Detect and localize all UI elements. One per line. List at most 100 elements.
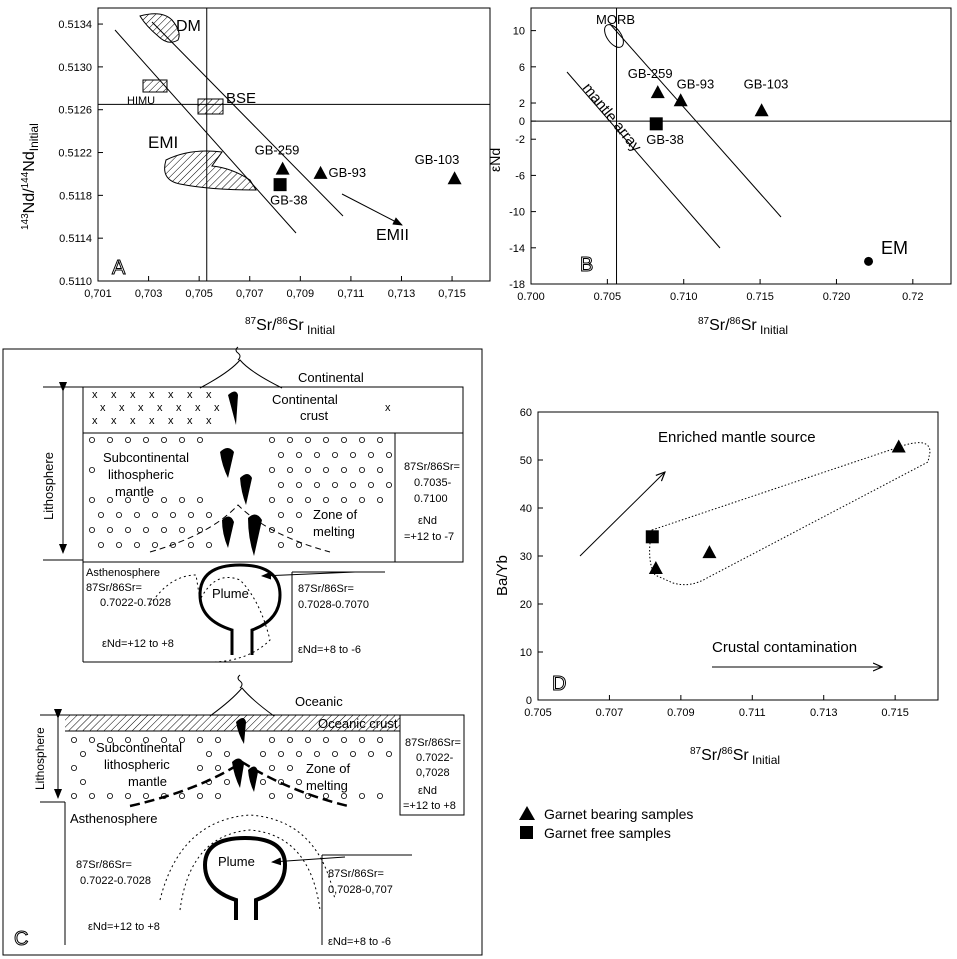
panel-b-point-em [864, 256, 874, 266]
panel-b-y-tick-label: -6 [515, 170, 525, 182]
ocean-astheno-sr-value: 0.7022-0.7028 [80, 875, 151, 887]
mantle-circle [89, 527, 96, 534]
panel-a-x-tick-label: 0,701 [84, 288, 112, 300]
cont-plume-nd: εNd=+8 to -6 [298, 644, 361, 656]
mantle-circle [214, 765, 221, 772]
crust-cross: x [176, 402, 182, 414]
mantle-circle [196, 765, 203, 772]
panel-b-point-label: GB-259 [628, 66, 673, 81]
mantle-circle [178, 436, 185, 443]
panel-b-morb-label: MORB [596, 12, 635, 27]
cont-magma-drop-2 [220, 448, 234, 478]
panel-d-x-axis-label: 87Sr/86Sr Initial [690, 746, 780, 767]
mantle-circle [340, 466, 347, 473]
ocean-plume-sr-value: 0,7028-0,707 [328, 884, 393, 896]
panel-d-point-triangle [891, 439, 906, 453]
ocean-plume-head [202, 835, 288, 920]
panel-d-y-tick-label: 60 [520, 407, 532, 419]
mantle-circle [89, 496, 96, 503]
mantle-circle [205, 512, 212, 519]
mantle-circle [125, 436, 132, 443]
mantle-circle [358, 737, 365, 744]
crust-cross: x [206, 415, 212, 427]
ocean-plume-nd: εNd=+8 to -6 [328, 936, 391, 948]
mantle-circle [107, 737, 114, 744]
panel-a-point-gb-38 [273, 178, 287, 192]
mantle-circle [89, 436, 96, 443]
mantle-circle [107, 496, 114, 503]
cont-melting-zone [149, 504, 331, 553]
panel-b-x-tick-label: 0.705 [594, 291, 622, 303]
ocean-crust-label: Oceanic crust [318, 716, 398, 731]
panel-d-point-square [645, 530, 659, 544]
ocean-plume-label: Plume [218, 854, 255, 869]
mantle-circle [125, 793, 132, 800]
panel-a-bse-field [197, 98, 224, 115]
cont-mantle-pattern [89, 436, 392, 549]
crust-cross: x [130, 389, 136, 401]
mantle-circle [259, 751, 266, 758]
mantle-circle [295, 751, 302, 758]
crust-cross: x [111, 389, 117, 401]
mantle-circle [268, 496, 275, 503]
panel-a-x-tick-label: 0,705 [185, 288, 213, 300]
panel-b-x-tick-label: 0.700 [517, 291, 545, 303]
ocean-sclm-nd-label: εNd [418, 785, 437, 797]
ocean-sclm-sr-value-1: 0.7022- [416, 752, 454, 764]
mantle-circle [178, 793, 185, 800]
mantle-circle [376, 466, 383, 473]
panel-d-letter: D [552, 673, 566, 695]
mantle-circle [107, 527, 114, 534]
cont-sclm-label-1: Subcontinental [103, 450, 189, 465]
panel-c-frame [2, 348, 483, 956]
mantle-circle [331, 751, 338, 758]
mantle-circle [286, 527, 293, 534]
cont-magma-drop-4 [222, 516, 234, 548]
mantle-circle [98, 512, 105, 519]
panel-a-point-label: GB-103 [415, 152, 460, 167]
panel-b-x-tick-label: 0.720 [823, 291, 851, 303]
panel-a-y-tick-label: 0.5110 [59, 276, 92, 288]
mantle-circle [71, 737, 78, 744]
mantle-circle [340, 496, 347, 503]
mantle-circle [107, 793, 114, 800]
mantle-circle [142, 527, 149, 534]
cont-astheno-sr-value: 0.7022-0.7028 [100, 597, 171, 609]
crust-cross: x [119, 402, 125, 414]
panel-b-point-label: GB-93 [677, 76, 715, 91]
mantle-circle [277, 481, 284, 488]
ocean-astheno-nd: εNd=+12 to +8 [88, 921, 160, 933]
panel-b-frame [530, 7, 952, 285]
mantle-circle [358, 436, 365, 443]
panel-b-point-gb-259 [650, 85, 665, 99]
mantle-circle [259, 779, 266, 786]
cont-astheno-sr-label: 87Sr/86Sr= [86, 582, 142, 594]
mantle-circle [98, 542, 105, 549]
mantle-circle [125, 496, 132, 503]
mantle-circle [178, 496, 185, 503]
mantle-circle [367, 451, 374, 458]
mantle-circle [277, 779, 284, 786]
panel-a-emii-arrow [341, 193, 403, 226]
mantle-circle [223, 751, 230, 758]
mantle-circle [295, 542, 302, 549]
mantle-circle [385, 451, 392, 458]
crust-cross: x [100, 402, 106, 414]
ocean-astheno-sr-label: 87Sr/86Sr= [76, 859, 132, 871]
oceanic-diagram: Lithosphere Oceanic crust Oceanic Subcon… [33, 674, 465, 948]
panel-d-enriched-field [649, 442, 931, 586]
mantle-circle [349, 481, 356, 488]
mantle-circle [133, 542, 140, 549]
mantle-circle [160, 496, 167, 503]
ocean-melting-zone [129, 760, 349, 808]
crust-cross: x [206, 389, 212, 401]
cont-magma-drop-5 [248, 514, 262, 556]
mantle-circle [196, 496, 203, 503]
panel-b-x-axis-label: 87Sr/86Sr Initial [698, 316, 788, 337]
panel-a-himu-label: HIMU [127, 95, 155, 107]
mantle-circle [313, 481, 320, 488]
mantle-circle [331, 451, 338, 458]
